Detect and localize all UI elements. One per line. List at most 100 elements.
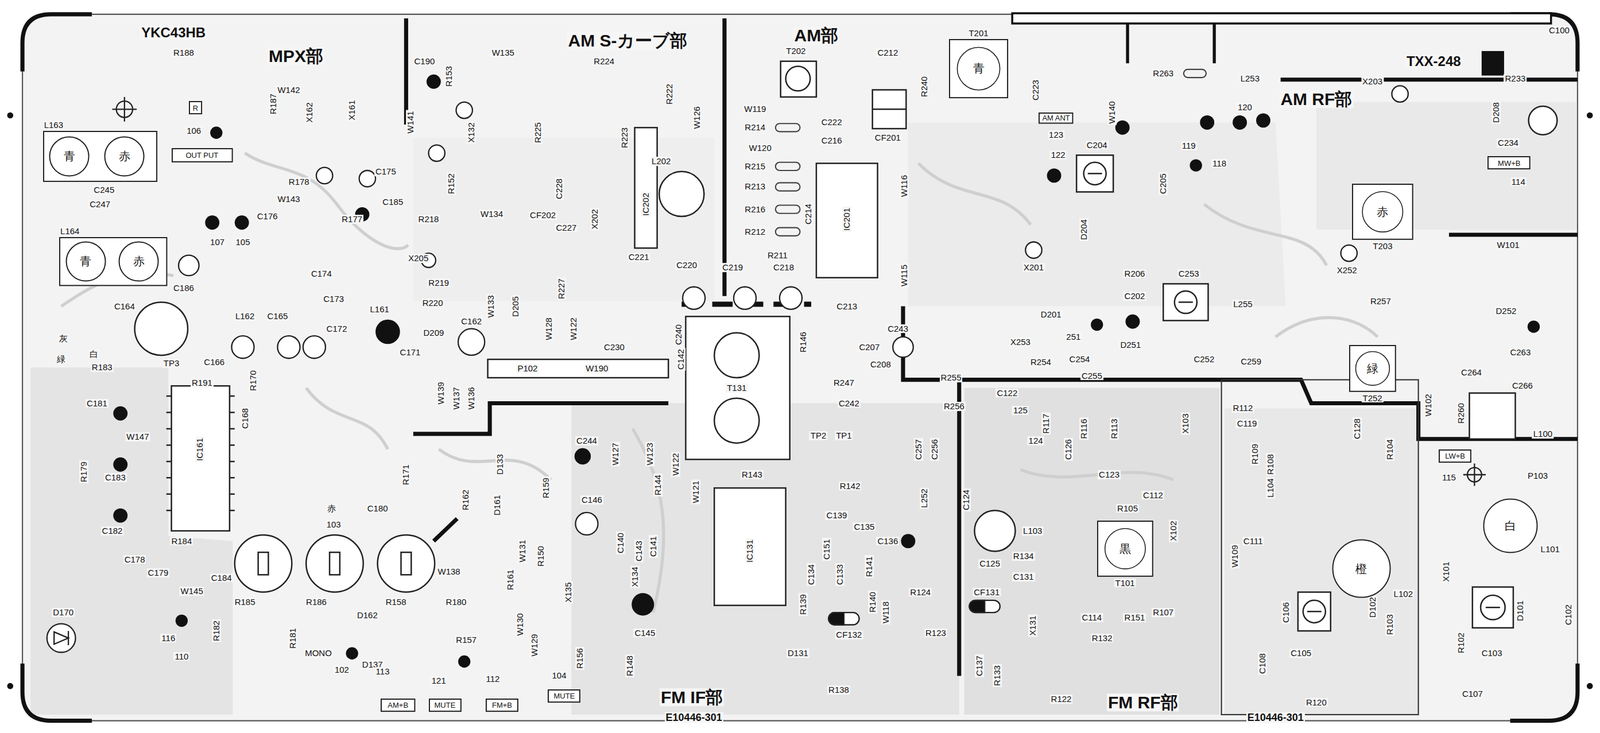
component-label: CF201	[873, 133, 902, 143]
copper-area	[1224, 408, 1419, 715]
electrolytic-capacitor	[113, 457, 128, 472]
component-label: R162	[460, 489, 471, 513]
electrolytic-capacitor	[631, 593, 654, 616]
color-code: AM+B	[387, 701, 409, 710]
component-label: 120	[1236, 102, 1254, 112]
coil-transformer	[134, 301, 188, 355]
section-divider	[903, 306, 1578, 440]
component-label: MONO	[303, 648, 333, 658]
electrolytic-capacitor	[210, 126, 223, 139]
component-label: R181	[288, 626, 298, 650]
component-label: R148	[625, 654, 635, 678]
ceramic-filter	[828, 612, 844, 625]
trimmer-capacitor	[1083, 162, 1107, 185]
tag-box: R	[188, 101, 203, 115]
component-label: 114	[1510, 177, 1527, 187]
box-outline	[1439, 450, 1471, 463]
component-label: C216	[820, 136, 844, 146]
electrolytic-capacitor	[1189, 159, 1202, 172]
capacitor-symbol	[733, 287, 757, 310]
component-label: D161	[492, 493, 502, 517]
component-label: C180	[366, 504, 390, 514]
component-label: 123	[1047, 130, 1065, 140]
component-label: D201	[1039, 310, 1063, 320]
component-label: R182	[211, 619, 222, 643]
electrolytic-capacitor	[113, 508, 128, 523]
component-label: R124	[908, 587, 932, 598]
component-label: R216	[743, 204, 767, 215]
component-label: 116	[160, 633, 177, 643]
component-label: C259	[1239, 357, 1263, 367]
component-label: W131	[517, 539, 528, 564]
component-label: C179	[146, 568, 170, 578]
component-label: C202	[1123, 291, 1147, 301]
coil-outline	[49, 136, 89, 176]
copper-trace	[245, 153, 409, 249]
component-label: C183	[103, 473, 127, 483]
box-outline	[43, 131, 157, 182]
component-label: C145	[633, 628, 657, 638]
component-label: R220	[421, 298, 445, 308]
component-label: W141	[405, 110, 416, 135]
component-label: C142	[676, 347, 686, 371]
transistor-symbol	[456, 102, 473, 119]
capacitor-symbol	[575, 512, 598, 536]
part-number: T252	[1361, 393, 1384, 403]
component-label: 110	[173, 652, 190, 662]
component-label: W130	[516, 612, 526, 638]
component-label: D102	[1368, 595, 1378, 619]
component-label: C119	[1236, 419, 1259, 429]
trimmer-capacitor	[1485, 606, 1501, 608]
component-label: R143	[740, 470, 764, 480]
capacitor-symbol	[178, 255, 914, 536]
copper-trace	[305, 388, 388, 450]
coil-outline	[66, 241, 106, 281]
component-label: C230	[602, 342, 626, 352]
component-label: R140	[868, 590, 878, 614]
component-label: C172	[325, 324, 349, 334]
component-label: R255	[939, 373, 963, 383]
component-label: C234	[1496, 138, 1520, 148]
component-label: IC202	[641, 191, 651, 218]
coil-transformer	[1528, 106, 1558, 135]
part-number: L101	[1539, 544, 1561, 554]
component-label: D131	[786, 648, 810, 658]
component-label: C254	[1068, 354, 1092, 364]
component-label: R161	[505, 568, 515, 592]
component-label: C178	[123, 555, 147, 565]
section-divider	[404, 18, 409, 125]
color-code: 緑	[1366, 362, 1379, 375]
component-label: R178	[287, 177, 311, 187]
trimmer-capacitor	[1303, 600, 1326, 623]
board-outline	[22, 14, 1578, 722]
component-label: C228	[554, 177, 564, 201]
component-label: C214	[803, 203, 813, 227]
component-label: C171	[398, 347, 422, 358]
coil-transformer	[1469, 393, 1516, 440]
component-label: X203	[1361, 76, 1384, 87]
electrolytic-capacitor	[1527, 320, 1540, 333]
electrolytic-capacitor	[1125, 314, 1140, 329]
color-code: 青	[973, 62, 985, 75]
component-label: C140	[616, 531, 626, 555]
trimmer-capacitor	[1307, 610, 1322, 612]
component-label: W140	[1108, 99, 1118, 125]
component-label: 113	[374, 667, 391, 677]
component-label: X134	[630, 565, 640, 588]
board-corner	[22, 663, 92, 722]
component-label: C133	[835, 563, 845, 587]
component-label: W145	[179, 586, 205, 596]
component-label: D209	[421, 328, 445, 338]
box-outline	[1039, 113, 1073, 124]
component-label: R233	[1504, 74, 1528, 84]
color-code: 赤	[133, 255, 145, 267]
component-label: C185	[381, 197, 405, 207]
component-label: 251	[1064, 332, 1082, 342]
component-label: C264	[1459, 367, 1483, 378]
component-label: R211	[766, 250, 789, 261]
component-label: D170	[51, 607, 75, 618]
trimmer-resistor	[234, 535, 435, 593]
color-code: R	[192, 103, 199, 112]
transformer-node: T203赤	[1351, 183, 1414, 240]
